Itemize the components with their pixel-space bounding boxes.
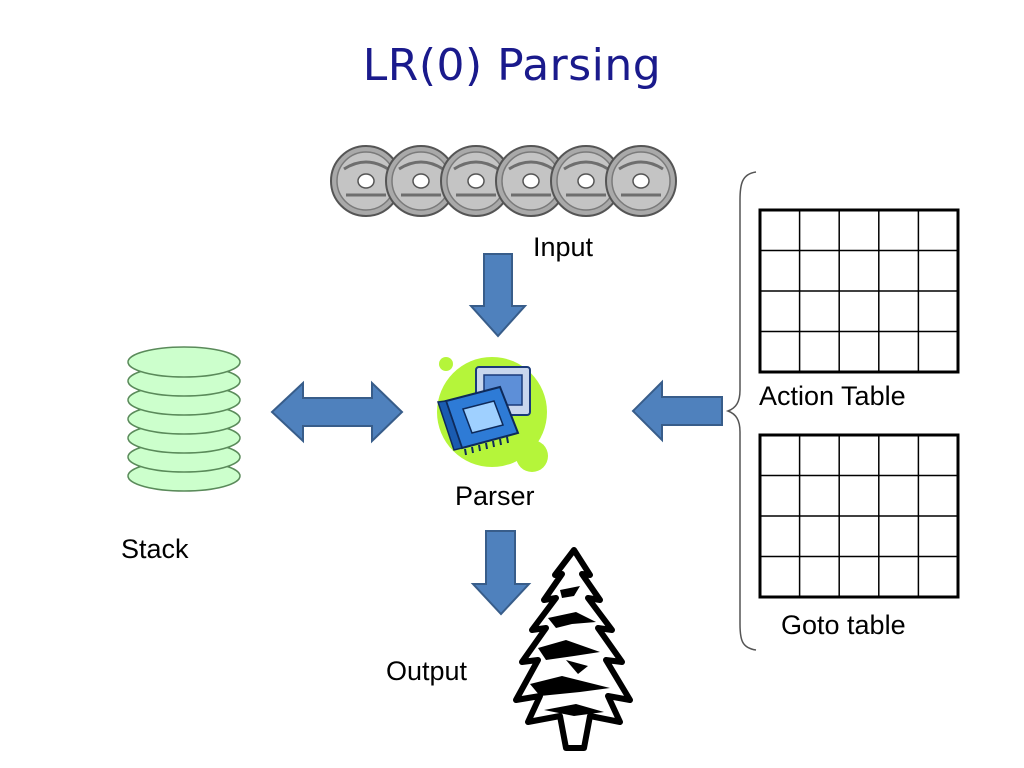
coin xyxy=(550,145,622,217)
output-label: Output xyxy=(386,656,468,686)
parser-to-output-arrow xyxy=(470,530,532,616)
coins-icon xyxy=(330,145,677,217)
action-table-grid xyxy=(758,208,960,374)
parser-label: Parser xyxy=(455,481,535,511)
goto-table-label: Goto table xyxy=(781,610,906,640)
coin xyxy=(440,145,512,217)
stack-disk xyxy=(127,346,241,378)
tables-brace xyxy=(725,171,757,651)
input-to-parser-arrow xyxy=(468,253,528,338)
cpu-chip-icon xyxy=(436,357,548,472)
stack-label: Stack xyxy=(121,534,189,564)
action-table-label: Action Table xyxy=(759,381,906,411)
tables-to-parser-arrow xyxy=(631,379,723,443)
stack-parser-double-arrow xyxy=(270,380,404,444)
goto-table-grid xyxy=(758,433,960,599)
tree-icon xyxy=(513,547,633,751)
page-title: LR(0) Parsing xyxy=(362,40,662,91)
input-label: Input xyxy=(533,232,594,262)
coin xyxy=(495,145,567,217)
coin xyxy=(605,145,677,217)
stack-disks-icon xyxy=(127,346,241,492)
coin xyxy=(385,145,457,217)
